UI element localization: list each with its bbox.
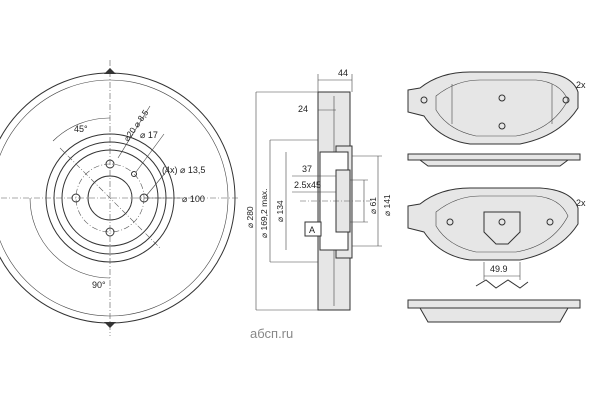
pad-pin-hole <box>498 218 506 226</box>
disc-front-view: 45° 90° ⌀20 ⌀ 8,5 ⌀ 17 (4x) ⌀ 13,5 ⌀ 100 <box>0 60 240 336</box>
pad-top-face-view: 2x <box>407 71 586 145</box>
pad-qty-bottom-label: 2x <box>576 198 586 208</box>
arrow-marker <box>104 322 116 328</box>
pad-spring-clip <box>483 211 521 245</box>
pcd-label: ⌀ 100 <box>182 194 205 204</box>
pad-pin-hole <box>446 218 454 226</box>
dia-169-label: ⌀ 169,2 max. <box>259 188 269 238</box>
pad-qty-top-label: 2x <box>576 80 586 90</box>
dia-141-label: ⌀ 141 <box>382 194 392 216</box>
pad-pin-hole <box>498 94 506 102</box>
leader-line <box>145 171 167 197</box>
pad-friction-outline <box>435 79 569 137</box>
pad-backplate-outline <box>407 71 579 145</box>
pad-clip-side <box>475 279 529 289</box>
pad-mount-hole <box>562 96 570 104</box>
hole-17-label: ⌀ 17 <box>140 130 158 140</box>
pad-top-side-view <box>407 153 581 167</box>
dia-280-label: ⌀ 280 <box>245 206 255 228</box>
angle-90-label: 90° <box>92 280 106 290</box>
chamfer-label: 2.5x45 <box>294 180 321 190</box>
pad-dim-49-label: 49.9 <box>490 264 508 274</box>
leader-line <box>135 133 165 173</box>
pad-pin-hole <box>546 218 554 226</box>
dia-61-label: ⌀ 61 <box>368 197 378 214</box>
pad-friction-edge <box>418 159 570 167</box>
pad-pin-hole <box>498 122 506 130</box>
leader-line <box>117 105 151 159</box>
angle-45-arc <box>52 117 111 142</box>
pad-mount-hole <box>420 96 428 104</box>
disc-section-view: 44 24 37 2.5x45 ⌀ 280 ⌀ 169,2 max. ⌀ 134… <box>245 68 392 311</box>
datum-label: A <box>309 225 315 235</box>
dia-134-label: ⌀ 134 <box>275 200 285 222</box>
pad-backplate-edge <box>407 299 581 309</box>
watermark-text: абсп.ru <box>250 326 293 341</box>
offset-24-label: 24 <box>298 104 308 114</box>
angle-45-label: 45° <box>74 124 88 134</box>
angle-90-arc <box>29 197 111 279</box>
datum-box <box>304 221 322 237</box>
arrow-marker <box>104 68 116 74</box>
bolt-holes-label: (4x) ⌀ 13,5 <box>162 165 205 175</box>
pad-backplate-outline <box>407 187 579 261</box>
pad-bottom-face-view: 2x 49.9 <box>407 187 586 280</box>
diagonal-centerline <box>59 147 161 249</box>
width-44-label: 44 <box>338 68 348 78</box>
pad-bottom-side-view <box>407 279 581 323</box>
dim-37-label: 37 <box>302 164 312 174</box>
pad-friction-outline <box>435 195 569 253</box>
locating-hole <box>131 171 137 177</box>
pad-backplate-edge <box>407 153 581 161</box>
pad-friction-edge <box>419 307 569 323</box>
